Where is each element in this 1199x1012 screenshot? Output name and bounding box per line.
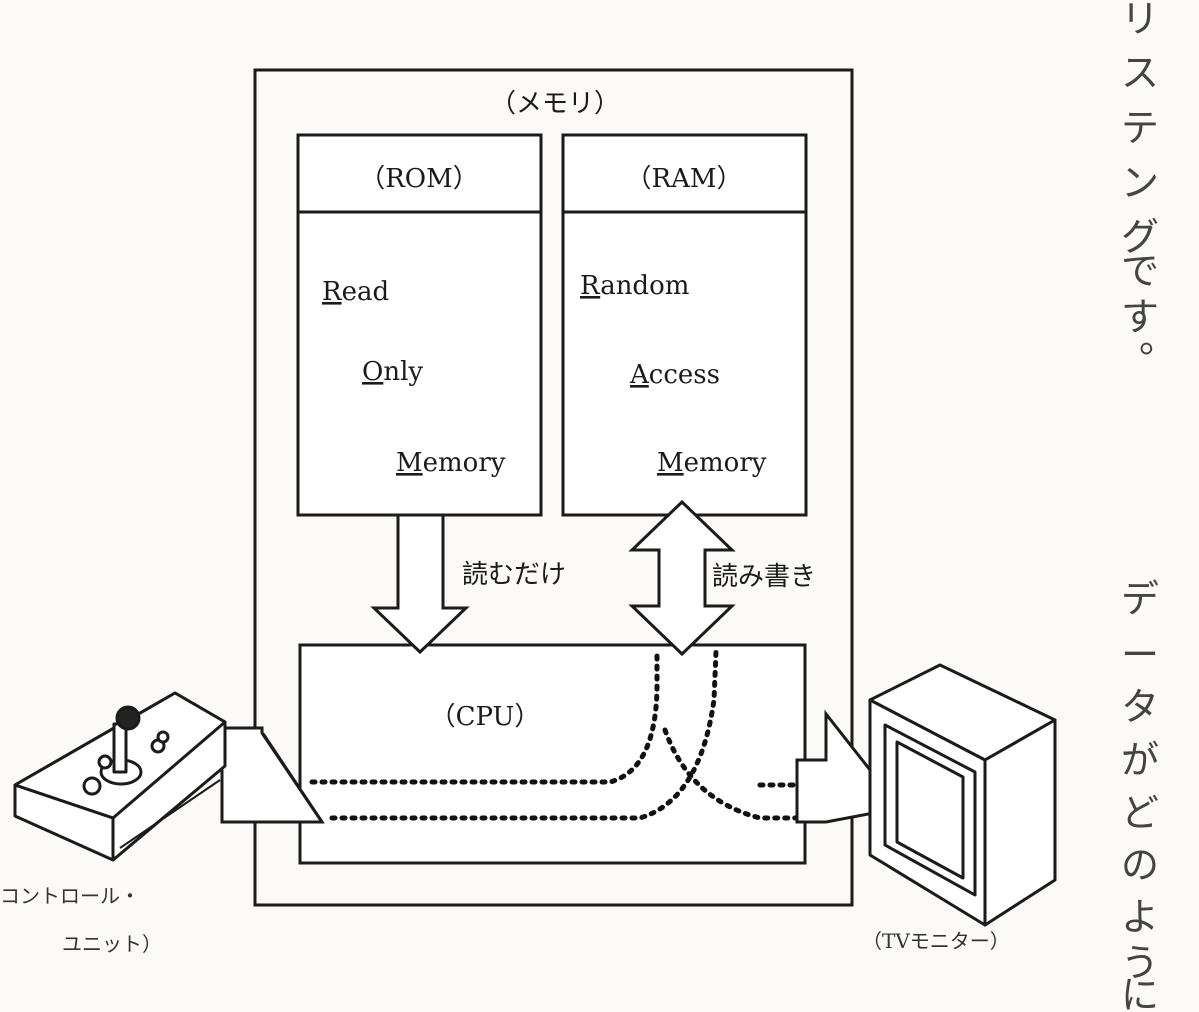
- svg-text:グ: グ: [1121, 215, 1159, 259]
- controller-label-line1: コントロール・: [0, 884, 140, 908]
- svg-text:に: に: [1121, 973, 1159, 1012]
- ram-box: [561, 133, 808, 517]
- read-only-label: 読むだけ: [462, 560, 566, 590]
- svg-text:リ: リ: [1121, 0, 1159, 41]
- data-paths: [309, 649, 803, 821]
- svg-text:の: の: [1121, 843, 1159, 887]
- svg-text:ー: ー: [1121, 633, 1159, 677]
- ram-line-random: Random: [580, 271, 689, 301]
- svg-text:テ: テ: [1121, 106, 1159, 150]
- monitor-label: （TVモニター）: [862, 929, 1010, 953]
- memory-label: （メモリ）: [490, 89, 620, 119]
- cpu-box: [298, 643, 807, 865]
- cpu-label: （CPU）: [430, 702, 541, 732]
- svg-text:で: で: [1121, 249, 1159, 293]
- tv-monitor-icon: [868, 663, 1057, 927]
- read-only-arrow-icon: [370, 513, 470, 655]
- svg-text:ス: ス: [1121, 51, 1159, 95]
- ram-label: （RAM）: [626, 164, 743, 194]
- controller-label-line2: ユニット）: [62, 932, 162, 956]
- svg-text:タ: タ: [1121, 685, 1159, 729]
- svg-text:ン: ン: [1121, 161, 1159, 205]
- read-write-arrow-icon: [628, 499, 736, 657]
- rom-line-read: Read: [322, 277, 389, 307]
- memory-box: [253, 68, 854, 907]
- ram-line-memory: Memory: [657, 448, 767, 478]
- svg-text:す: す: [1121, 295, 1159, 339]
- read-write-label: 読み書き: [712, 562, 816, 592]
- svg-text:ど: ど: [1121, 791, 1159, 835]
- ram-line-access: Access: [629, 360, 720, 390]
- svg-text:デ: デ: [1121, 577, 1159, 621]
- input-arrow-head: [260, 732, 324, 823]
- svg-text:が: が: [1121, 738, 1159, 782]
- side-text-col2: デ ー タ が ど の よ う に: [1121, 577, 1159, 1012]
- svg-text:よ: よ: [1121, 895, 1159, 939]
- rom-line-only: Only: [362, 357, 423, 387]
- rom-label: （ROM）: [359, 164, 479, 194]
- rom-line-memory: Memory: [396, 448, 506, 478]
- svg-text:う: う: [1121, 941, 1159, 985]
- rom-box: [296, 133, 543, 517]
- side-text-col1: リ ス テ ン グ で す 。: [1121, 0, 1177, 361]
- joystick-controller-icon: [13, 691, 227, 862]
- svg-text:。: 。: [1139, 317, 1177, 361]
